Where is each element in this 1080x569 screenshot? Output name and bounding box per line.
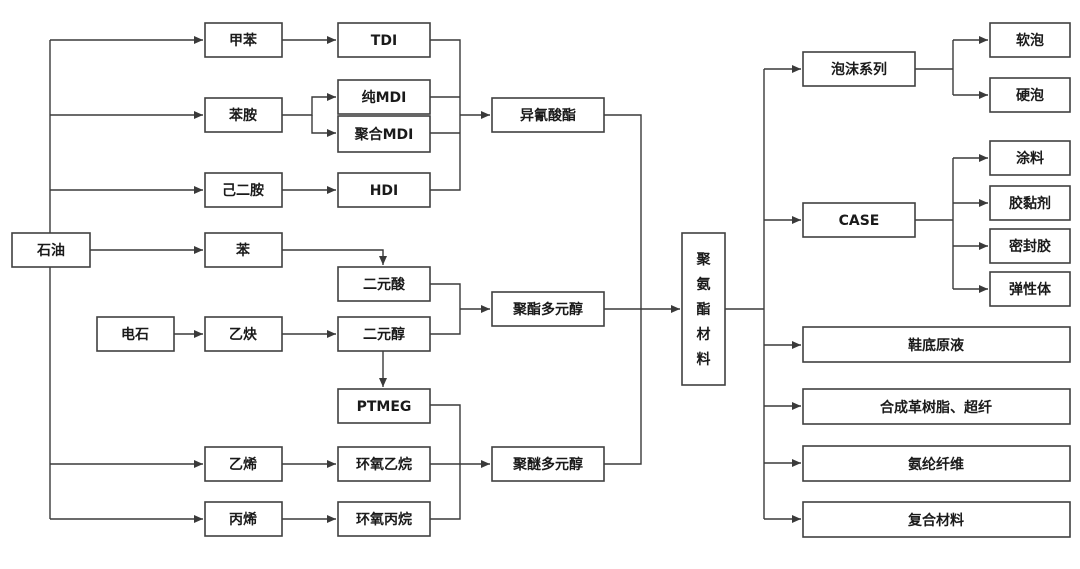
node-dibasic-acid-label: 二元酸 xyxy=(363,276,406,293)
node-ethylene-oxide-label: 环氧乙烷 xyxy=(356,456,412,473)
arrow-benzene-to-dibasic-acid xyxy=(282,249,387,265)
node-ptmeg-label: PTMEG xyxy=(357,399,412,415)
node-tdi-label: TDI xyxy=(371,33,397,49)
node-ptmeg: PTMEG xyxy=(337,388,431,424)
node-pure-mdi: 纯MDI xyxy=(337,79,431,115)
node-polymeric-mdi-label: 聚合MDI xyxy=(354,126,414,143)
node-propylene-oxide-label: 环氧丙烷 xyxy=(356,511,412,528)
node-propylene: 丙烯 xyxy=(204,501,283,537)
node-foam-series: 泡沫系列 xyxy=(802,51,916,87)
node-composite-label: 复合材料 xyxy=(907,512,964,529)
node-soft-foam: 软泡 xyxy=(989,22,1071,58)
node-sealant-label: 密封胶 xyxy=(1008,238,1051,255)
node-propylene-oxide: 环氧丙烷 xyxy=(337,501,431,537)
node-aniline: 苯胺 xyxy=(204,97,283,133)
node-polyether-polyol-label: 聚醚多元醇 xyxy=(512,456,583,473)
node-soft-foam-label: 软泡 xyxy=(1016,32,1044,49)
node-spandex: 氨纶纤维 xyxy=(802,445,1071,482)
connectors xyxy=(49,36,988,523)
node-synthetic-leather: 合成革树脂、超纤 xyxy=(802,388,1071,425)
node-case-label: CASE xyxy=(839,213,880,229)
node-case: CASE xyxy=(802,202,916,238)
node-benzene-label: 苯 xyxy=(235,242,251,259)
node-shoe-sole-resin: 鞋底原液 xyxy=(802,326,1071,363)
node-foam-series-label: 泡沫系列 xyxy=(831,61,887,78)
node-synthetic-leather-label: 合成革树脂、超纤 xyxy=(880,399,992,416)
node-propylene-label: 丙烯 xyxy=(229,511,257,528)
node-polyester-polyol: 聚酯多元醇 xyxy=(491,291,605,327)
node-ethylene-oxide: 环氧乙烷 xyxy=(337,446,431,482)
node-benzene: 苯 xyxy=(204,232,283,268)
node-isocyanate: 异氰酸酯 xyxy=(491,97,605,133)
polyols-bracket xyxy=(604,114,642,465)
node-petroleum-label: 石油 xyxy=(36,242,65,259)
arrow-aniline-to-polymeric-mdi xyxy=(311,115,336,137)
node-ethylene: 乙烯 xyxy=(204,446,283,482)
node-coating: 涂料 xyxy=(989,140,1071,176)
node-tdi: TDI xyxy=(337,22,431,58)
node-isocyanate-label: 异氰酸酯 xyxy=(520,107,576,124)
node-petroleum: 石油 xyxy=(11,232,91,268)
node-hdi: HDI xyxy=(337,172,431,208)
node-acetylene: 乙炔 xyxy=(204,316,283,352)
node-elastomer: 弹性体 xyxy=(989,271,1071,307)
node-toluene: 甲苯 xyxy=(204,22,283,58)
node-pure-mdi-label: 纯MDI xyxy=(362,89,407,106)
node-acetylene-label: 乙炔 xyxy=(229,327,257,343)
node-sealant: 密封胶 xyxy=(989,228,1071,264)
node-adhesive: 胶黏剂 xyxy=(989,185,1071,221)
node-rigid-foam: 硬泡 xyxy=(989,77,1071,113)
arrow-aniline-to-pure-mdi xyxy=(282,93,336,116)
node-composite: 复合材料 xyxy=(802,501,1071,538)
polyether-bracket xyxy=(430,404,461,520)
node-hdi-label: HDI xyxy=(370,183,399,199)
node-hexamethylenediamine: 己二胺 xyxy=(204,172,283,208)
node-carbide: 电石 xyxy=(96,316,175,352)
node-carbide-label: 电石 xyxy=(121,326,149,343)
node-toluene-label: 甲苯 xyxy=(229,32,258,49)
node-hexamethylenediamine-label: 己二胺 xyxy=(222,182,264,199)
node-polymeric-mdi: 聚合MDI xyxy=(337,115,431,153)
isocyanate-bracket xyxy=(430,39,461,191)
node-polyester-polyol-label: 聚酯多元醇 xyxy=(512,301,583,318)
node-shoe-sole-resin-label: 鞋底原液 xyxy=(908,337,965,354)
node-polyurethane-label: 聚氨酯材料 xyxy=(696,252,712,368)
polyester-bracket xyxy=(430,283,461,335)
node-rigid-foam-label: 硬泡 xyxy=(1016,87,1044,104)
node-diol-label: 二元醇 xyxy=(363,326,405,343)
node-spandex-label: 氨纶纤维 xyxy=(908,456,964,473)
node-dibasic-acid: 二元酸 xyxy=(337,266,431,302)
node-polyether-polyol: 聚醚多元醇 xyxy=(491,446,605,482)
node-diol: 二元醇 xyxy=(337,316,431,352)
node-aniline-label: 苯胺 xyxy=(228,107,257,124)
node-ethylene-label: 乙烯 xyxy=(229,456,257,473)
node-coating-label: 涂料 xyxy=(1016,150,1044,167)
node-elastomer-label: 弹性体 xyxy=(1009,281,1052,298)
node-adhesive-label: 胶黏剂 xyxy=(1009,195,1051,212)
node-polyurethane: 聚氨酯材料 xyxy=(681,232,726,386)
